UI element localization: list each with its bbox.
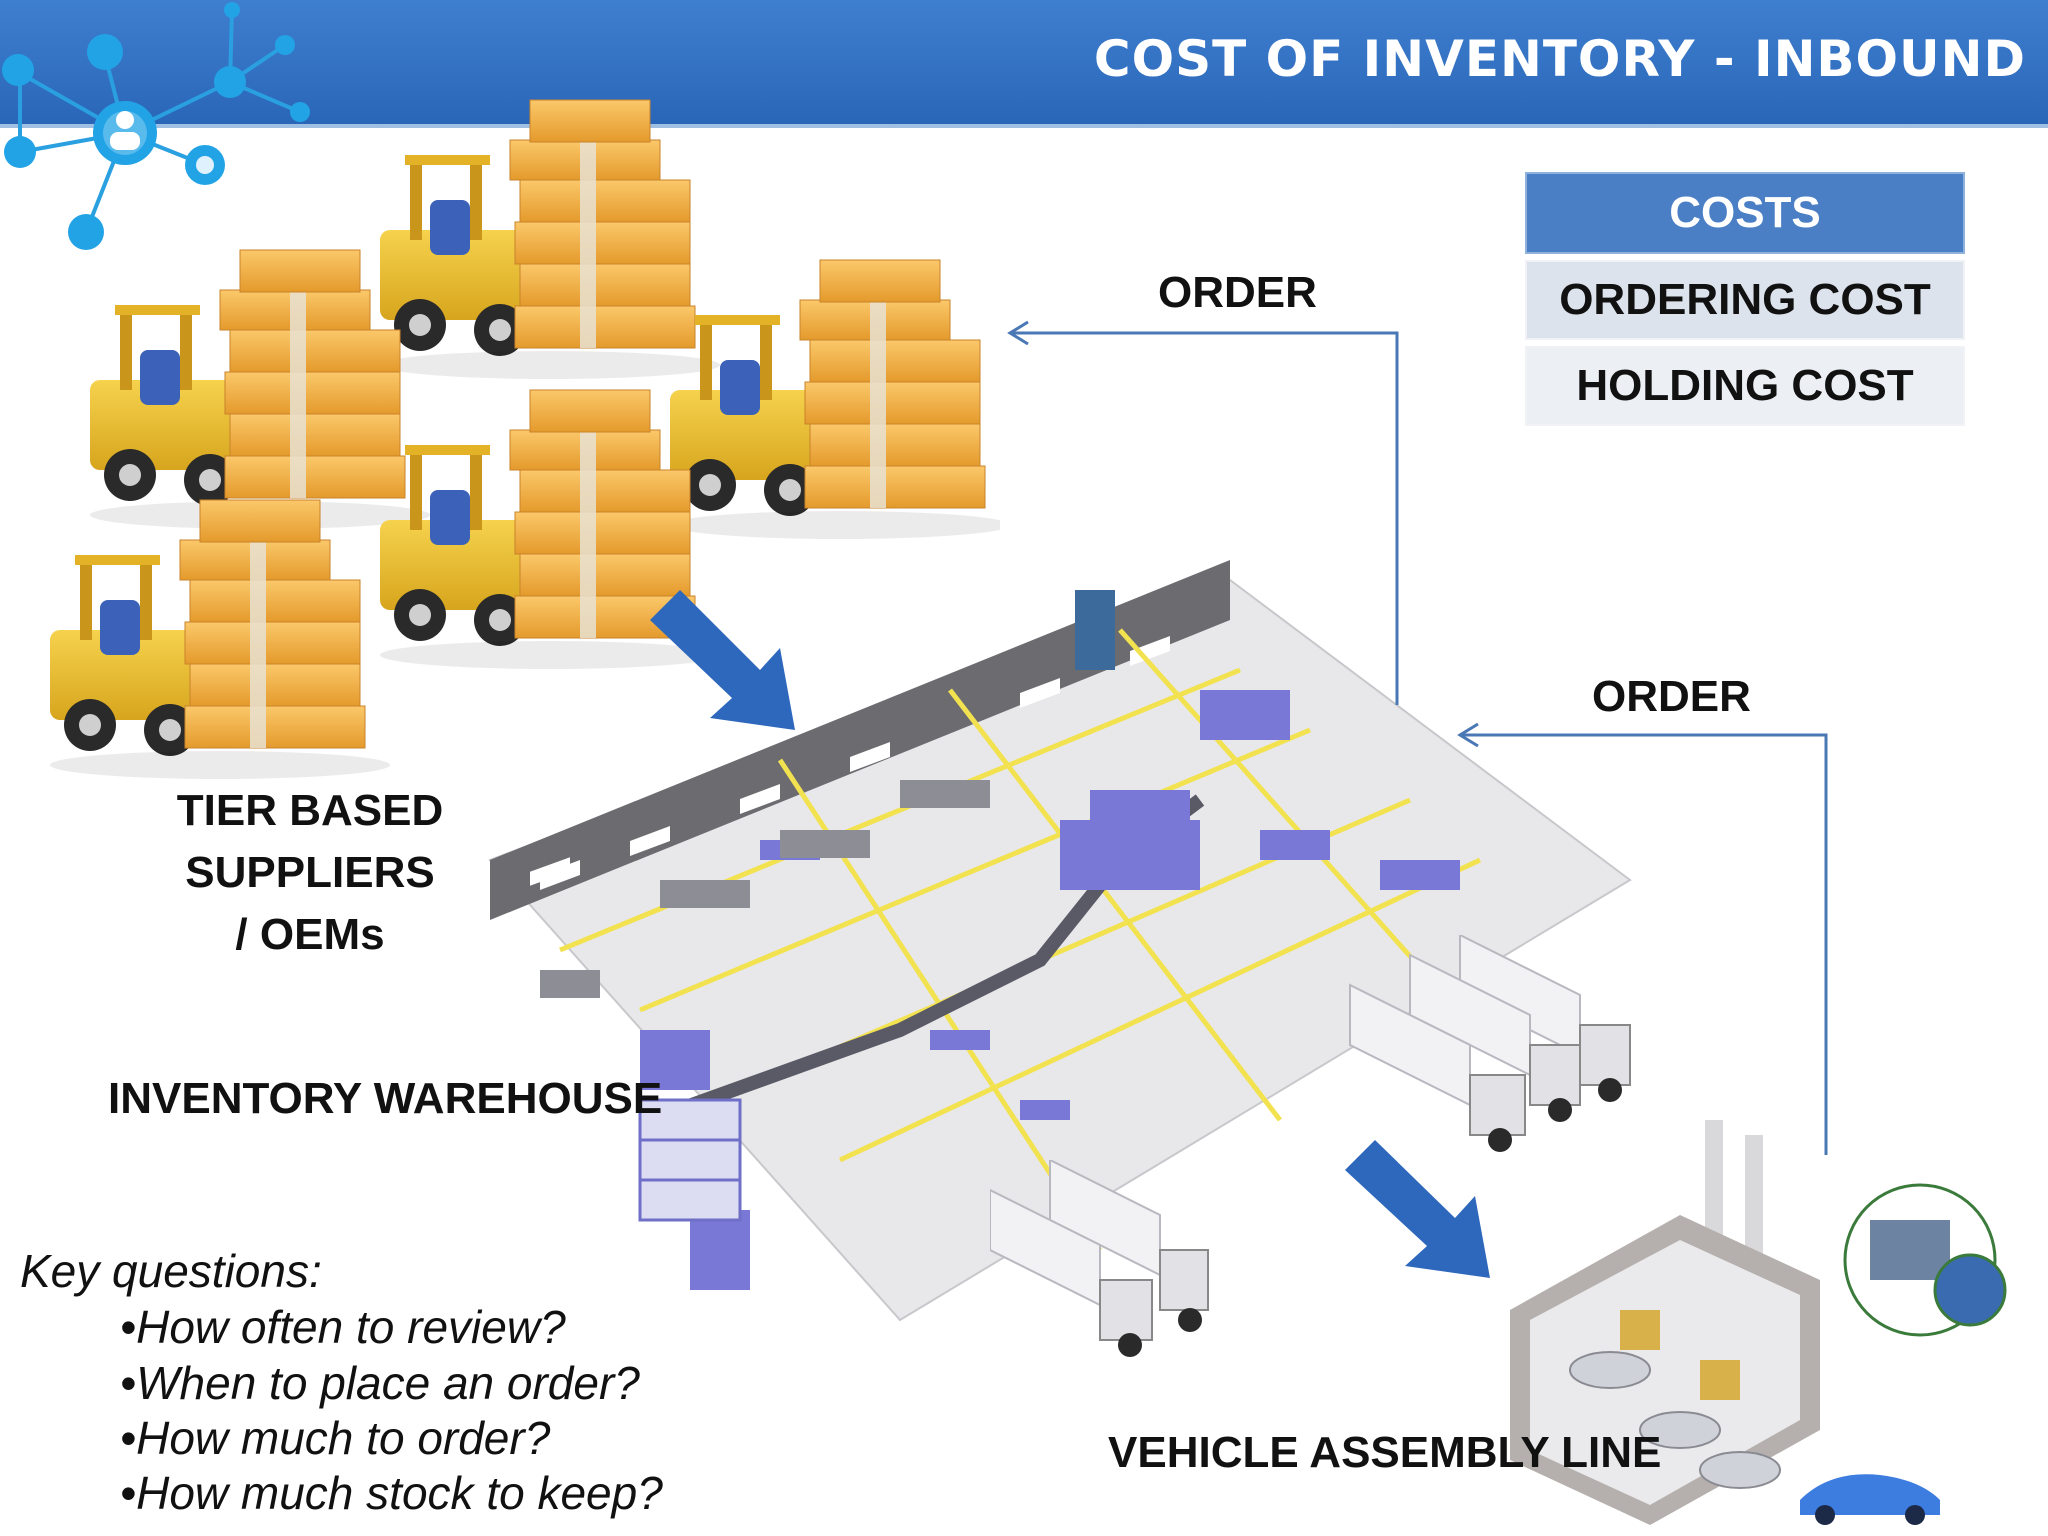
arrow-to-assembly-icon bbox=[1345, 1140, 1490, 1278]
ordering-cost-row: ORDERING COST bbox=[1525, 260, 1965, 340]
assembly-label: VEHICLE ASSEMBLY LINE bbox=[1108, 1428, 1662, 1477]
costs-heading: COSTS bbox=[1525, 172, 1965, 254]
costs-table: COSTS ORDERING COST HOLDING COST bbox=[1525, 172, 1965, 426]
suppliers-label: TIER BASED SUPPLIERS / OEMs bbox=[50, 780, 570, 966]
suppliers-label-line2: / OEMs bbox=[235, 910, 385, 959]
key-question-3: •How much to order? bbox=[120, 1412, 551, 1464]
key-question-1: •How often to review? bbox=[120, 1301, 566, 1353]
holding-cost-row: HOLDING COST bbox=[1525, 346, 1965, 426]
key-questions-title: Key questions: bbox=[20, 1245, 322, 1297]
key-question-2: •When to place an order? bbox=[120, 1357, 640, 1409]
key-question-4: •How much stock to keep? bbox=[120, 1467, 663, 1519]
order-label-top: ORDER bbox=[1158, 268, 1317, 317]
network-icon bbox=[2, 2, 310, 250]
trucks-bottom-icon bbox=[990, 1160, 1209, 1357]
page-title: COST OF INVENTORY - INBOUND bbox=[1093, 30, 2026, 88]
factory-illustration bbox=[1510, 1120, 2007, 1525]
header-bar: COST OF INVENTORY - INBOUND bbox=[0, 0, 2048, 128]
arrow-to-warehouse-icon bbox=[650, 590, 795, 730]
warehouse-label: INVENTORY WAREHOUSE bbox=[108, 1074, 663, 1123]
suppliers-label-line1: TIER BASED SUPPLIERS bbox=[176, 786, 444, 897]
order-label-bottom: ORDER bbox=[1592, 672, 1751, 721]
